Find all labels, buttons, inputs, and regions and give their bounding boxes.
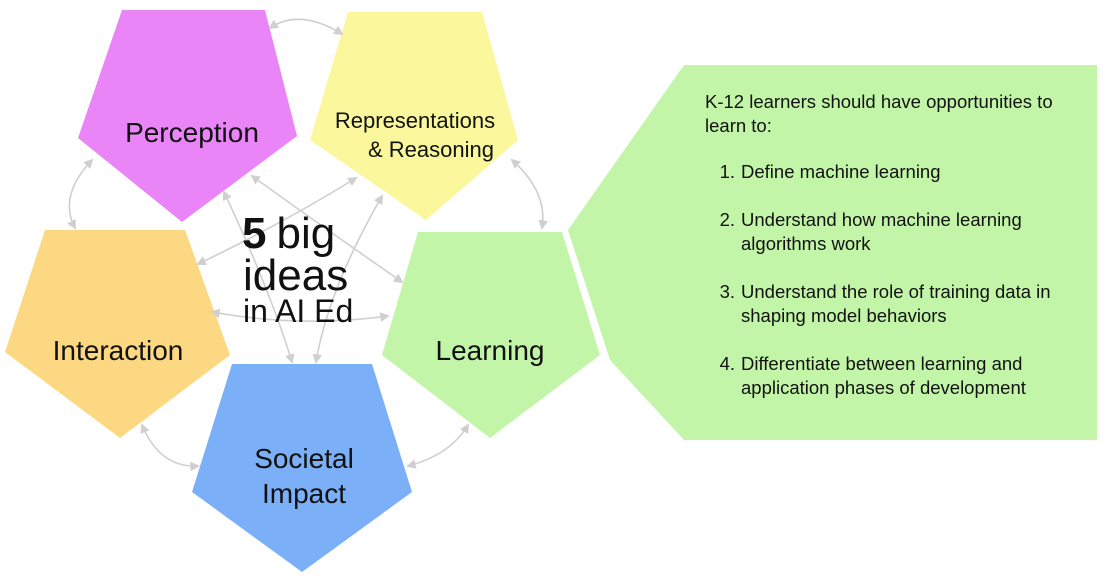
callout-intro: K-12 learners should have opportunities … [705, 91, 1053, 136]
arrow-societal-learning [406, 423, 469, 469]
learning-objectives-list: 1. Define machine learning 2. Understand h… [705, 160, 1075, 400]
center-word-big: big [276, 209, 335, 258]
list-item-number: 1. [719, 161, 735, 182]
perception-label: Perception [125, 117, 259, 148]
list-item: 1. Define machine learning [705, 160, 1075, 184]
representations-label-line2: & Reasoning [368, 137, 494, 162]
list-item-text: Understand how machine learning algorith… [741, 209, 1022, 254]
arrow-interaction-societal [140, 423, 200, 472]
societal-label-line2: Impact [262, 478, 346, 509]
list-item-text: Differentiate between learning and appli… [741, 353, 1026, 398]
center-title-line2: ideas [243, 251, 348, 300]
connection-arrows [67, 18, 548, 472]
societal-impact-pentagon[interactable] [192, 364, 412, 572]
list-item-number: 4. [719, 353, 735, 374]
list-item: 4. Differentiate between learning and app… [705, 352, 1075, 400]
callout-text: K-12 learners should have opportunities … [705, 90, 1075, 424]
arrow-perception-representations [268, 18, 344, 36]
center-number: 5 [242, 209, 266, 258]
societal-label-line1: Societal [254, 443, 354, 474]
list-item: 2. Understand how machine learning algori… [705, 208, 1075, 256]
list-item-number: 2. [719, 209, 735, 230]
list-item: 3. Understand the role of training data i… [705, 280, 1075, 328]
representations-label-line1: Representations [335, 108, 495, 133]
interaction-label: Interaction [53, 335, 184, 366]
learning-pentagon[interactable] [382, 232, 600, 438]
list-item-text: Define machine learning [741, 161, 941, 182]
list-item-number: 3. [719, 281, 735, 302]
arrow-perception-societal [222, 190, 295, 364]
learning-label: Learning [436, 335, 545, 366]
representations-reasoning-pentagon[interactable] [310, 12, 518, 220]
list-item-text: Understand the role of training data in … [741, 281, 1051, 326]
arrow-representations-societal [312, 194, 383, 364]
learning-callout-box [568, 65, 1097, 440]
perception-pentagon[interactable] [78, 10, 297, 222]
arrow-representations-learning [510, 158, 548, 230]
arrow-interaction-learning [210, 308, 390, 322]
arrow-perception-interaction [67, 158, 94, 230]
center-title-line3: in AI Ed [243, 293, 353, 329]
interaction-pentagon[interactable] [5, 230, 230, 438]
